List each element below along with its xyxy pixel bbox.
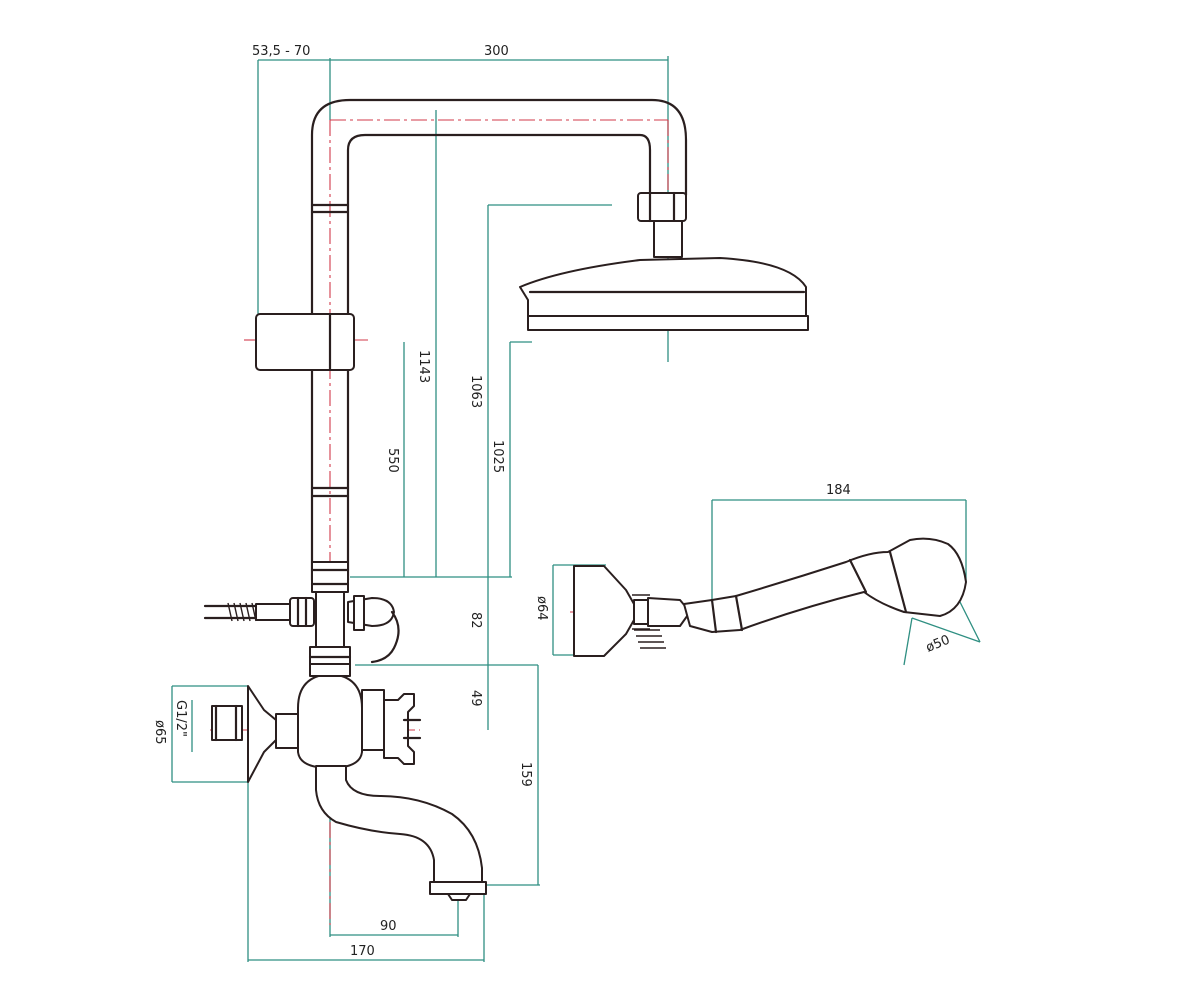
shower-riser	[310, 98, 688, 582]
height-1143-label: 1143	[416, 350, 431, 383]
centerlines	[210, 119, 700, 925]
hand-shower	[573, 537, 967, 657]
body-depth-label: 170	[350, 944, 375, 959]
handshower-flange-label: ø64	[534, 596, 549, 621]
flange-diameter-label: ø65	[152, 720, 167, 745]
dimension-lines	[171, 56, 981, 962]
bath-spout	[315, 765, 487, 901]
diverter-assembly	[308, 561, 400, 668]
slider-range-label: 550	[385, 448, 400, 473]
dimension-labels: 53,5 - 70 300 1143 1063 1025 550 82 49 1…	[152, 44, 952, 959]
spout-reach-label: 90	[380, 919, 397, 934]
handshower-head-label: ø50	[924, 633, 952, 656]
mixer-body	[247, 663, 422, 783]
arm-reach-label: 300	[484, 44, 509, 59]
slider-bracket	[255, 313, 355, 371]
height-1025-label: 1025	[490, 440, 505, 473]
handshower-length-label: 184	[826, 483, 851, 498]
connector-49-label: 49	[468, 690, 483, 707]
overhead-shower-head	[519, 191, 809, 331]
wall-inlet	[211, 704, 243, 742]
hose-outlet	[203, 596, 315, 628]
riser-82-label: 82	[468, 612, 483, 629]
thread-size-label: G1/2"	[173, 700, 188, 737]
height-1063-label: 1063	[468, 375, 483, 408]
wall-offset-label: 53,5 - 70	[252, 44, 310, 59]
spout-159-label: 159	[518, 762, 533, 787]
